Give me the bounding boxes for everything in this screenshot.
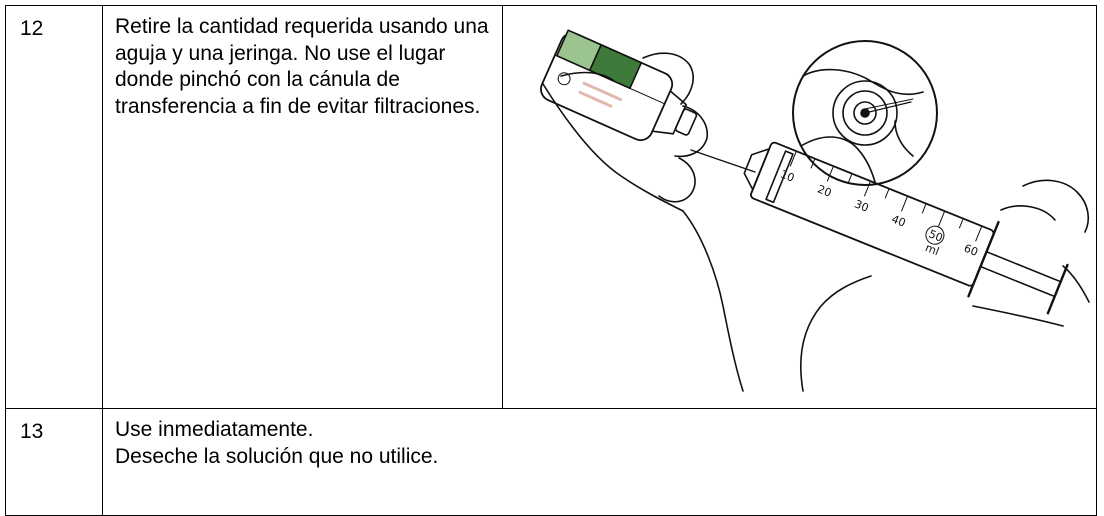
left-hand	[542, 52, 872, 392]
step-image-cell: 10 20 30 40 50 60 ml	[502, 5, 1097, 409]
step-number: 13	[20, 420, 44, 443]
step-instruction: Use inmediatamente. Deseche la solución …	[103, 409, 1096, 470]
instruction-line: Deseche la solución que no utilice.	[115, 444, 439, 468]
step-text-cell: Retire la cantidad requerida usando una …	[102, 5, 503, 409]
instruction-line: Use inmediatamente.	[115, 418, 314, 441]
scale-label: 30	[853, 197, 871, 214]
scale-label: 20	[815, 182, 833, 199]
syringe-vial-illustration: 10 20 30 40 50 60 ml	[540, 29, 1090, 392]
step-number-cell: 12	[5, 5, 103, 409]
scale-label: 60	[962, 242, 980, 259]
unit-label: ml	[923, 241, 941, 258]
zoom-inset	[792, 40, 938, 186]
right-hand	[972, 179, 1090, 327]
step-row-13: 13 Use inmediatamente. Deseche la soluci…	[5, 408, 1097, 516]
vial	[540, 29, 698, 142]
instruction-table: 12 Retire la cantidad requerida usando u…	[5, 5, 1097, 516]
scale-label: 40	[890, 212, 908, 229]
step-number-cell: 13	[5, 408, 103, 516]
syringe: 10 20 30 40 50 60 ml	[743, 141, 1069, 315]
step-row-12: 12 Retire la cantidad requerida usando u…	[5, 5, 1097, 409]
needle	[690, 149, 756, 173]
step-number: 12	[20, 17, 44, 40]
step-instruction: Retire la cantidad requerida usando una …	[115, 15, 489, 118]
scale-label: 50	[927, 227, 945, 244]
step-text-cell: Use inmediatamente. Deseche la solución …	[102, 408, 1097, 516]
